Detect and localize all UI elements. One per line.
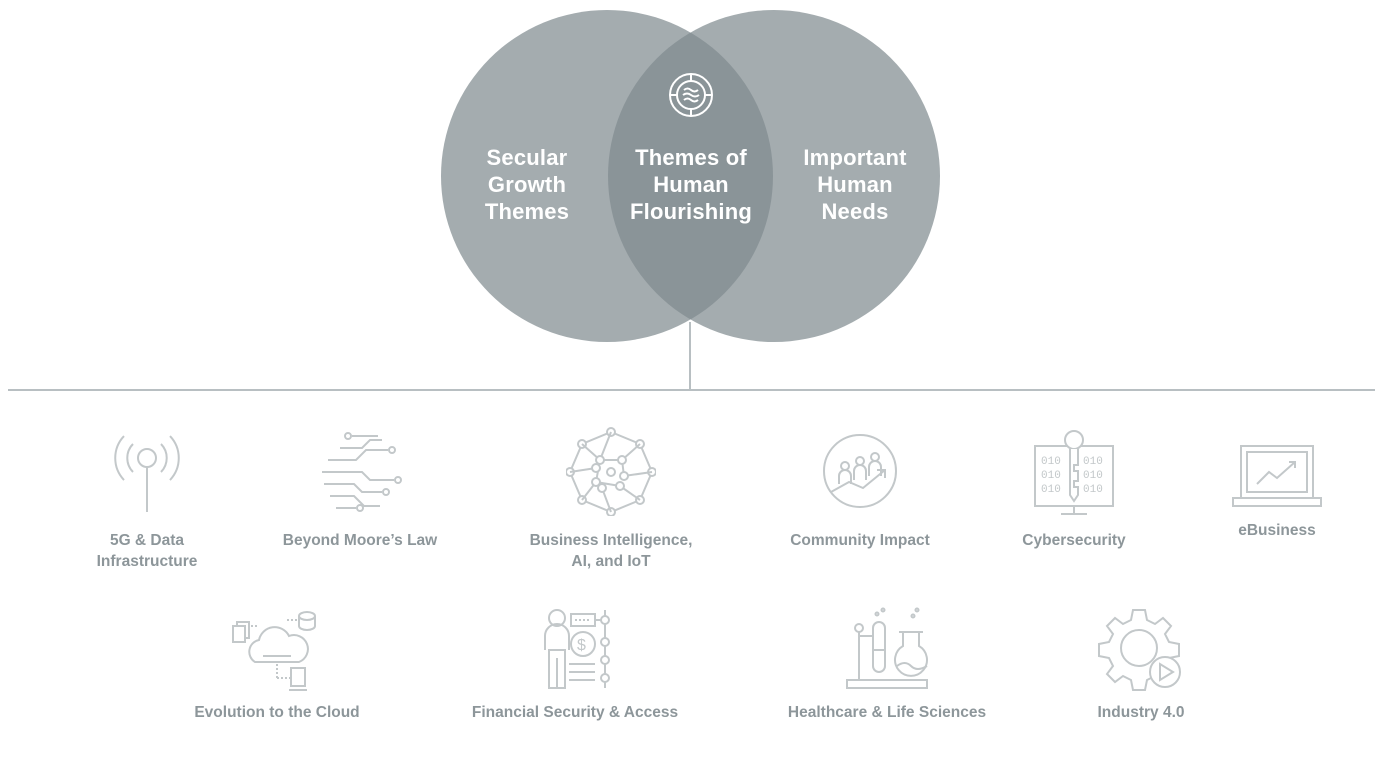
theme-label: Business Intelligence, AI, and IoT <box>529 532 693 570</box>
svg-text:010: 010 <box>1083 456 1103 468</box>
theme-label: Community Impact <box>790 532 930 549</box>
theme-business-intelligence: Business Intelligence, AI, and IoT <box>501 426 721 572</box>
venn-graphic <box>441 10 940 342</box>
theme-ebusiness: eBusiness <box>1167 426 1380 541</box>
theme-industry-4: Industry 4.0 <box>1031 606 1251 723</box>
theme-label: Evolution to the Cloud <box>194 704 360 721</box>
secular-growth-label: Secular Growth Themes <box>484 145 570 224</box>
theme-label: eBusiness <box>1238 522 1316 539</box>
svg-text:$: $ <box>577 637 586 654</box>
svg-text:010: 010 <box>1041 470 1061 482</box>
theme-beyond-moores-law: Beyond Moore’s Law <box>250 426 470 551</box>
theme-community-impact: Community Impact <box>750 426 970 551</box>
theme-5g-data-infrastructure: 5G & Data Infrastructure <box>37 426 257 572</box>
theme-label: Beyond Moore’s Law <box>282 532 438 549</box>
laptop-chart-icon <box>1232 445 1322 507</box>
human-flourishing-label: Themes of Human Flourishing <box>630 145 752 224</box>
human-needs-label: Important Human Needs <box>803 145 907 224</box>
network-nodes-icon <box>566 427 656 516</box>
gear-play-icon <box>1098 609 1181 691</box>
connector-line <box>689 322 691 390</box>
svg-text:010: 010 <box>1041 484 1061 496</box>
theme-healthcare-life-sciences: Healthcare & Life Sciences <box>777 606 997 723</box>
theme-label: Cybersecurity <box>1022 532 1126 549</box>
theme-label: Financial Security & Access <box>471 704 679 721</box>
theme-financial-security: $ Financial Security & Access <box>465 606 685 723</box>
person-dollar-icon: $ <box>544 609 610 689</box>
flourishing-emblem-icon <box>669 73 713 117</box>
theme-label: 5G & Data Infrastructure <box>96 532 198 570</box>
svg-text:010: 010 <box>1083 484 1103 496</box>
svg-text:010: 010 <box>1083 470 1103 482</box>
theme-evolution-to-cloud: Evolution to the Cloud <box>167 606 387 723</box>
cloud-data-icon <box>232 611 316 691</box>
community-growth-icon <box>823 434 897 508</box>
theme-label: Industry 4.0 <box>1097 704 1185 721</box>
venn-diagram: Secular Growth Themes Themes of Human Fl… <box>441 10 940 342</box>
lab-flask-icon <box>846 607 928 689</box>
theme-cybersecurity: 010 010 010 010 010 010 Cybersecurity <box>964 426 1184 551</box>
divider-line <box>8 389 1375 391</box>
antenna-icon <box>114 435 180 512</box>
circuit-traces-icon <box>322 432 402 512</box>
binary-key-icon: 010 010 010 010 010 010 <box>1034 430 1114 515</box>
theme-label: Healthcare & Life Sciences <box>787 704 987 721</box>
svg-text:010: 010 <box>1041 456 1061 468</box>
venn-intersection <box>608 10 773 342</box>
